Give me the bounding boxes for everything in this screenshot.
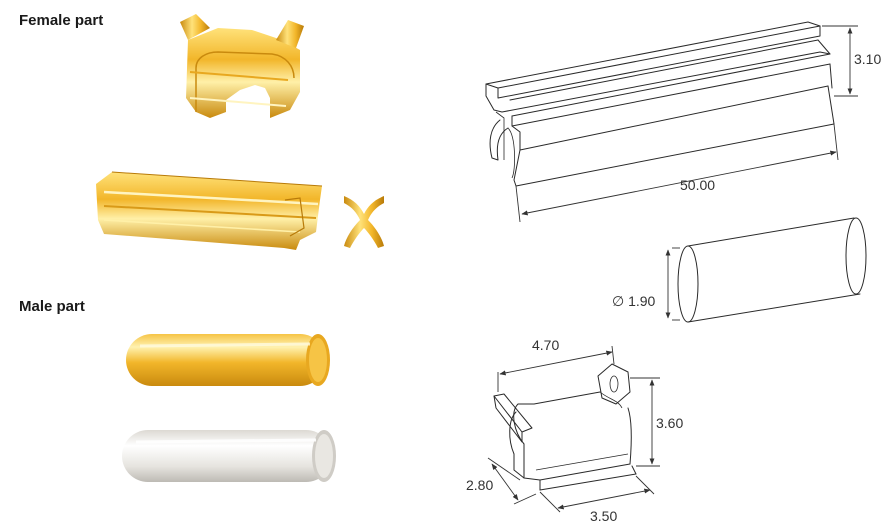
clip-drawing xyxy=(487,345,660,513)
female-part-heading: Female part xyxy=(19,12,104,29)
dim-female-length: 50.00 xyxy=(680,177,715,193)
gold-pin-render xyxy=(126,334,330,386)
pin-drawing xyxy=(665,217,867,323)
male-part-heading: Male part xyxy=(19,298,85,315)
dim-clip-height: 3.60 xyxy=(656,415,683,431)
dim-pin-diameter: ∅ 1.90 xyxy=(612,293,656,309)
female-profile-drawing xyxy=(485,21,858,223)
female-clip-render xyxy=(180,14,304,118)
female-end-view-render xyxy=(344,196,384,248)
female-profile-render xyxy=(96,171,323,250)
dim-female-height: 3.10 xyxy=(854,51,881,67)
dim-clip-width: 3.50 xyxy=(590,508,617,524)
silver-pin-render xyxy=(122,430,336,482)
dim-clip-length: 4.70 xyxy=(532,337,559,353)
dim-clip-depth: 2.80 xyxy=(466,477,493,493)
